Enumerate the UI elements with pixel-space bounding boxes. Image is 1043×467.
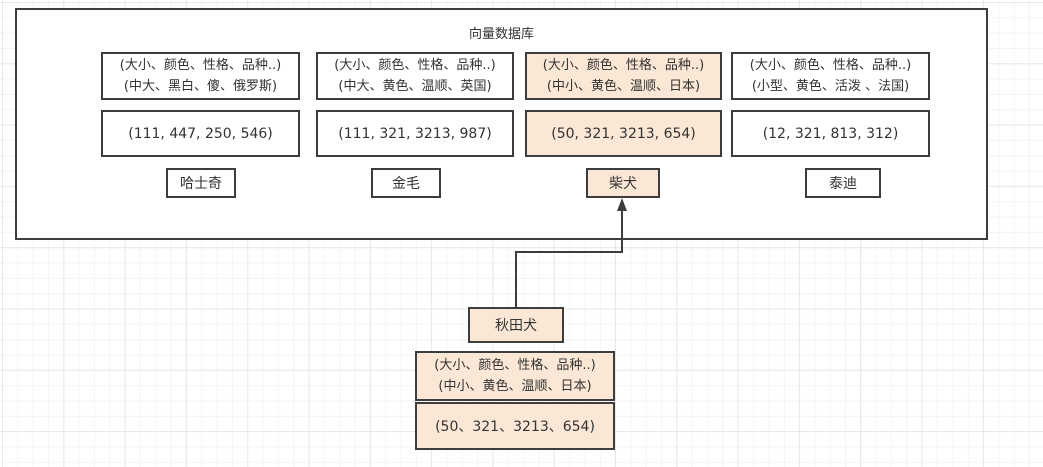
teddy-vector-box[interactable]: (12, 321, 813, 312) bbox=[731, 110, 930, 157]
akita-vector-box[interactable]: (50、321、3213、654) bbox=[415, 402, 615, 450]
golden-retriever-vector-box[interactable]: (111, 321, 3213, 987) bbox=[316, 110, 514, 157]
shiba-inu-vector: (50, 321, 3213, 654) bbox=[551, 125, 696, 142]
husky-attributes-values: (中大、黑白、傻、俄罗斯) bbox=[123, 79, 278, 94]
golden-retriever-name: 金毛 bbox=[392, 176, 420, 192]
akita-attributes-box[interactable]: (大小、颜色、性格、品种..) (中小、黄色、温顺、日本) bbox=[415, 351, 615, 401]
golden-retriever-attributes-header: (大小、颜色、性格、品种..) bbox=[334, 58, 496, 73]
vector-db-title: 向量数据库 bbox=[468, 27, 534, 42]
golden-retriever-attributes-box[interactable]: (大小、颜色、性格、品种..) (中大、黄色、温顺、英国) bbox=[316, 52, 514, 100]
golden-retriever-attributes-values: (中大、黄色、温顺、英国) bbox=[338, 79, 492, 94]
husky-name: 哈士奇 bbox=[180, 176, 222, 192]
akita-attributes-values: (中小、黄色、温顺、日本) bbox=[438, 379, 592, 394]
akita-name: 秋田犬 bbox=[495, 318, 537, 334]
teddy-attributes-values: (小型、黄色、活泼 、法国) bbox=[751, 79, 910, 94]
teddy-vector: (12, 321, 813, 312) bbox=[762, 125, 899, 142]
akita-vector: (50、321、3213、654) bbox=[435, 419, 595, 435]
akita-name-box[interactable]: 秋田犬 bbox=[468, 307, 564, 343]
husky-attributes-box[interactable]: (大小、颜色、性格、品种..) (中大、黑白、傻、俄罗斯) bbox=[101, 52, 300, 100]
shiba-inu-attributes-values: (中小、黄色、温顺、日本) bbox=[546, 79, 701, 94]
shiba-inu-attributes-box[interactable]: (大小、颜色、性格、品种..) (中小、黄色、温顺、日本) bbox=[525, 52, 722, 100]
husky-vector-box[interactable]: (111, 447, 250, 546) bbox=[101, 110, 300, 157]
shiba-inu-name-box[interactable]: 柴犬 bbox=[586, 168, 660, 198]
shiba-inu-attributes-header: (大小、颜色、性格、品种..) bbox=[542, 58, 705, 73]
akita-attributes-header: (大小、颜色、性格、品种..) bbox=[434, 358, 596, 373]
golden-retriever-vector: (111, 321, 3213, 987) bbox=[338, 125, 492, 142]
golden-retriever-name-box[interactable]: 金毛 bbox=[371, 168, 441, 198]
shiba-inu-vector-box[interactable]: (50, 321, 3213, 654) bbox=[525, 110, 722, 157]
husky-attributes-header: (大小、颜色、性格、品种..) bbox=[119, 58, 282, 73]
teddy-name-box[interactable]: 泰迪 bbox=[805, 168, 881, 198]
teddy-name: 泰迪 bbox=[829, 176, 857, 192]
husky-name-box[interactable]: 哈士奇 bbox=[166, 168, 236, 198]
husky-vector: (111, 447, 250, 546) bbox=[128, 125, 273, 142]
shiba-inu-name: 柴犬 bbox=[609, 176, 637, 192]
teddy-attributes-box[interactable]: (大小、颜色、性格、品种..) (小型、黄色、活泼 、法国) bbox=[731, 52, 930, 100]
teddy-attributes-header: (大小、颜色、性格、品种..) bbox=[749, 58, 912, 73]
